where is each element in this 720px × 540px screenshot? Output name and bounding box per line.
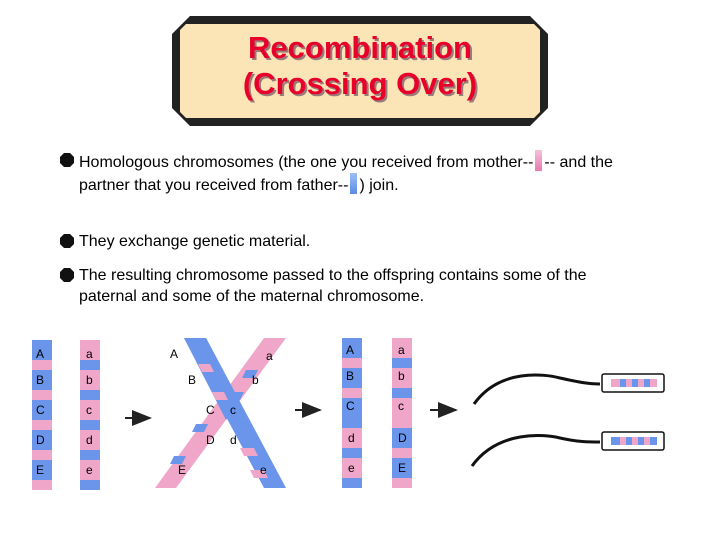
gene-label: B [188, 373, 196, 387]
gene-label: c [86, 403, 92, 417]
bullet-icon [60, 268, 74, 282]
gene-label: A [346, 343, 354, 357]
paternal-chromosome-icon [350, 173, 357, 194]
gene-label: c [398, 399, 404, 413]
gene-label: b [252, 373, 259, 387]
gene-label: d [348, 431, 355, 445]
gene-label: b [398, 369, 405, 383]
gene-label: d [86, 433, 93, 447]
gene-label: E [36, 463, 44, 477]
bullet-icon [60, 234, 74, 248]
gene-label: A [36, 347, 44, 361]
gene-label: a [398, 343, 405, 357]
recombination-diagram: A B C D E a b c d e A B C D a b c d E e [0, 330, 720, 540]
title-line-1: Recombination [172, 30, 548, 66]
stage-3-recombinant: A B C d e a b c D E [342, 338, 412, 488]
bullet-1-text-a: Homologous chromosomes (the one you rece… [79, 154, 533, 171]
maternal-chromosome-icon [535, 150, 542, 171]
gene-label: A [170, 347, 178, 361]
gene-label: d [230, 433, 237, 447]
stage-2-crossover: A B C D a b c d E e [155, 338, 286, 488]
gene-label: B [346, 369, 354, 383]
bullet-exchange: They exchange genetic material. [79, 231, 639, 252]
gamete-2 [472, 432, 664, 466]
gene-label: E [398, 461, 406, 475]
gene-label: e [260, 463, 267, 477]
gene-label: C [36, 403, 45, 417]
gene-label: B [36, 373, 44, 387]
bullet-homologous: Homologous chromosomes (the one you rece… [79, 150, 639, 196]
gene-label: e [86, 463, 93, 477]
gamete-1 [474, 374, 664, 404]
bullet-offspring: The resulting chromosome passed to the o… [79, 265, 599, 307]
gene-label: C [206, 403, 215, 417]
bullet-icon [60, 153, 74, 167]
gene-label: a [266, 349, 273, 363]
gene-label: C [346, 399, 355, 413]
gene-label: D [398, 431, 407, 445]
page-title: Recombination (Crossing Over) [172, 30, 548, 102]
bullet-1-text-c: ) join. [359, 177, 398, 194]
title-line-2: (Crossing Over) [172, 66, 548, 102]
gene-label: e [348, 461, 355, 475]
gene-label: D [206, 433, 215, 447]
gene-label: a [86, 347, 93, 361]
gene-label: b [86, 373, 93, 387]
gene-label: D [36, 433, 45, 447]
stage-1-chromosomes: A B C D E a b c d e [32, 340, 100, 490]
gene-label: E [178, 463, 186, 477]
gene-label: c [230, 403, 236, 417]
